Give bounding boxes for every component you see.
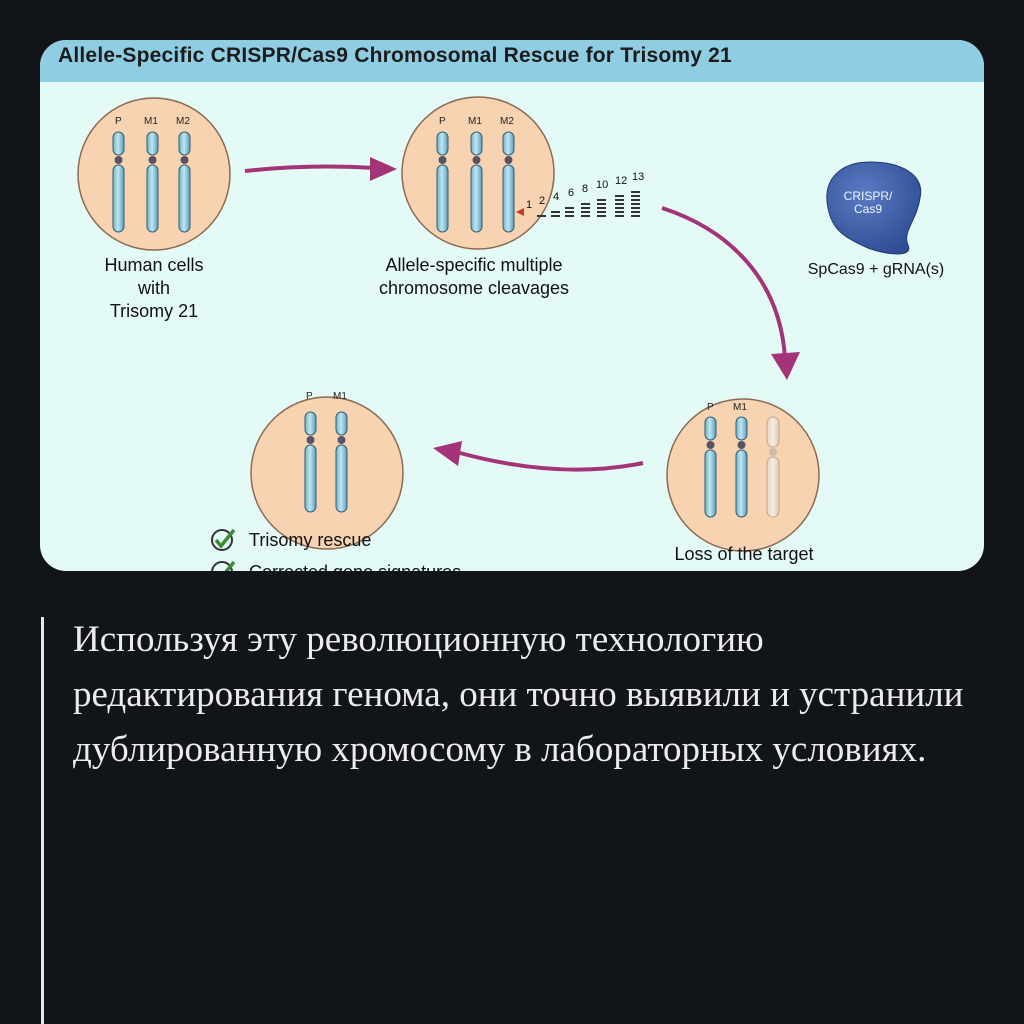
quote-bar [41, 617, 44, 1024]
arrow-to-rescue [459, 451, 644, 472]
cleavage-number: 13 [632, 171, 645, 183]
step-loss-label: Loss of the target [674, 544, 814, 564]
cas9-protein [826, 161, 922, 255]
cleavage-number: 12 [615, 175, 628, 187]
label-m1: M1 [333, 391, 347, 402]
label-m1: M1 [468, 116, 482, 127]
chromosome-m1 [735, 416, 748, 518]
cleavage-number: 8 [582, 183, 589, 195]
arrow-to-cleavage-head [370, 157, 397, 181]
cleavage-number: 10 [596, 179, 609, 191]
cell-rescue [250, 396, 404, 550]
step-cleave-label: Allele-specific multiple chromosome clea… [378, 255, 570, 298]
label-m2: M2 [500, 116, 514, 127]
chromosome-m1 [335, 411, 348, 513]
label-m2: M2 [176, 116, 190, 127]
arrow-to-loss-head [771, 352, 800, 380]
step-signatures-label: Corrected gene signatures [249, 561, 461, 571]
chromosome-m2 [502, 131, 515, 233]
chromosome-p [704, 416, 717, 518]
cas9-label: CRISPR/ Cas9 [843, 189, 893, 216]
chromosome-p [112, 131, 125, 233]
figure-title: Allele-Specific CRISPR/Cas9 Chromosomal … [58, 44, 732, 67]
arrow-to-rescue-head [433, 441, 462, 466]
cleavage-number: 4 [553, 191, 560, 203]
label-p: P [115, 116, 122, 127]
cleavage-number: 1 [526, 199, 533, 211]
chromosome-p [304, 411, 317, 513]
cleavage-number: 6 [568, 187, 575, 199]
chromosome-faded [766, 416, 780, 518]
label-p: P [439, 116, 446, 127]
cleavage-bars [537, 191, 640, 217]
title-bar: Allele-Specific CRISPR/Cas9 Chromosomal … [40, 40, 984, 82]
cas9-caption: SpCas9 + gRNA(s) [807, 261, 945, 278]
crispr-diagram: Allele-Specific CRISPR/Cas9 Chromosomal … [40, 40, 984, 571]
step-start-label: Human cells with Trisomy 21 [104, 255, 204, 321]
cut-marker [516, 208, 524, 216]
step-rescue-label: Trisomy rescue [249, 530, 372, 550]
article-text: Используя эту революционную технологию р… [73, 619, 964, 770]
check-icon [211, 560, 236, 571]
check-icon [211, 528, 236, 551]
chromosome-m2 [178, 131, 191, 233]
label-m1: M1 [733, 402, 747, 413]
chromosome-m1 [146, 131, 159, 233]
arrow-to-cleavage [244, 164, 376, 173]
arrow-to-loss [661, 206, 787, 359]
cleavage-number: 2 [539, 195, 546, 207]
label-p: P [707, 402, 714, 413]
chromosome-m1 [470, 131, 483, 233]
diagram-graphics [77, 96, 922, 571]
label-p: P [306, 391, 313, 402]
label-m1: M1 [144, 116, 158, 127]
chromosome-p [436, 131, 449, 233]
